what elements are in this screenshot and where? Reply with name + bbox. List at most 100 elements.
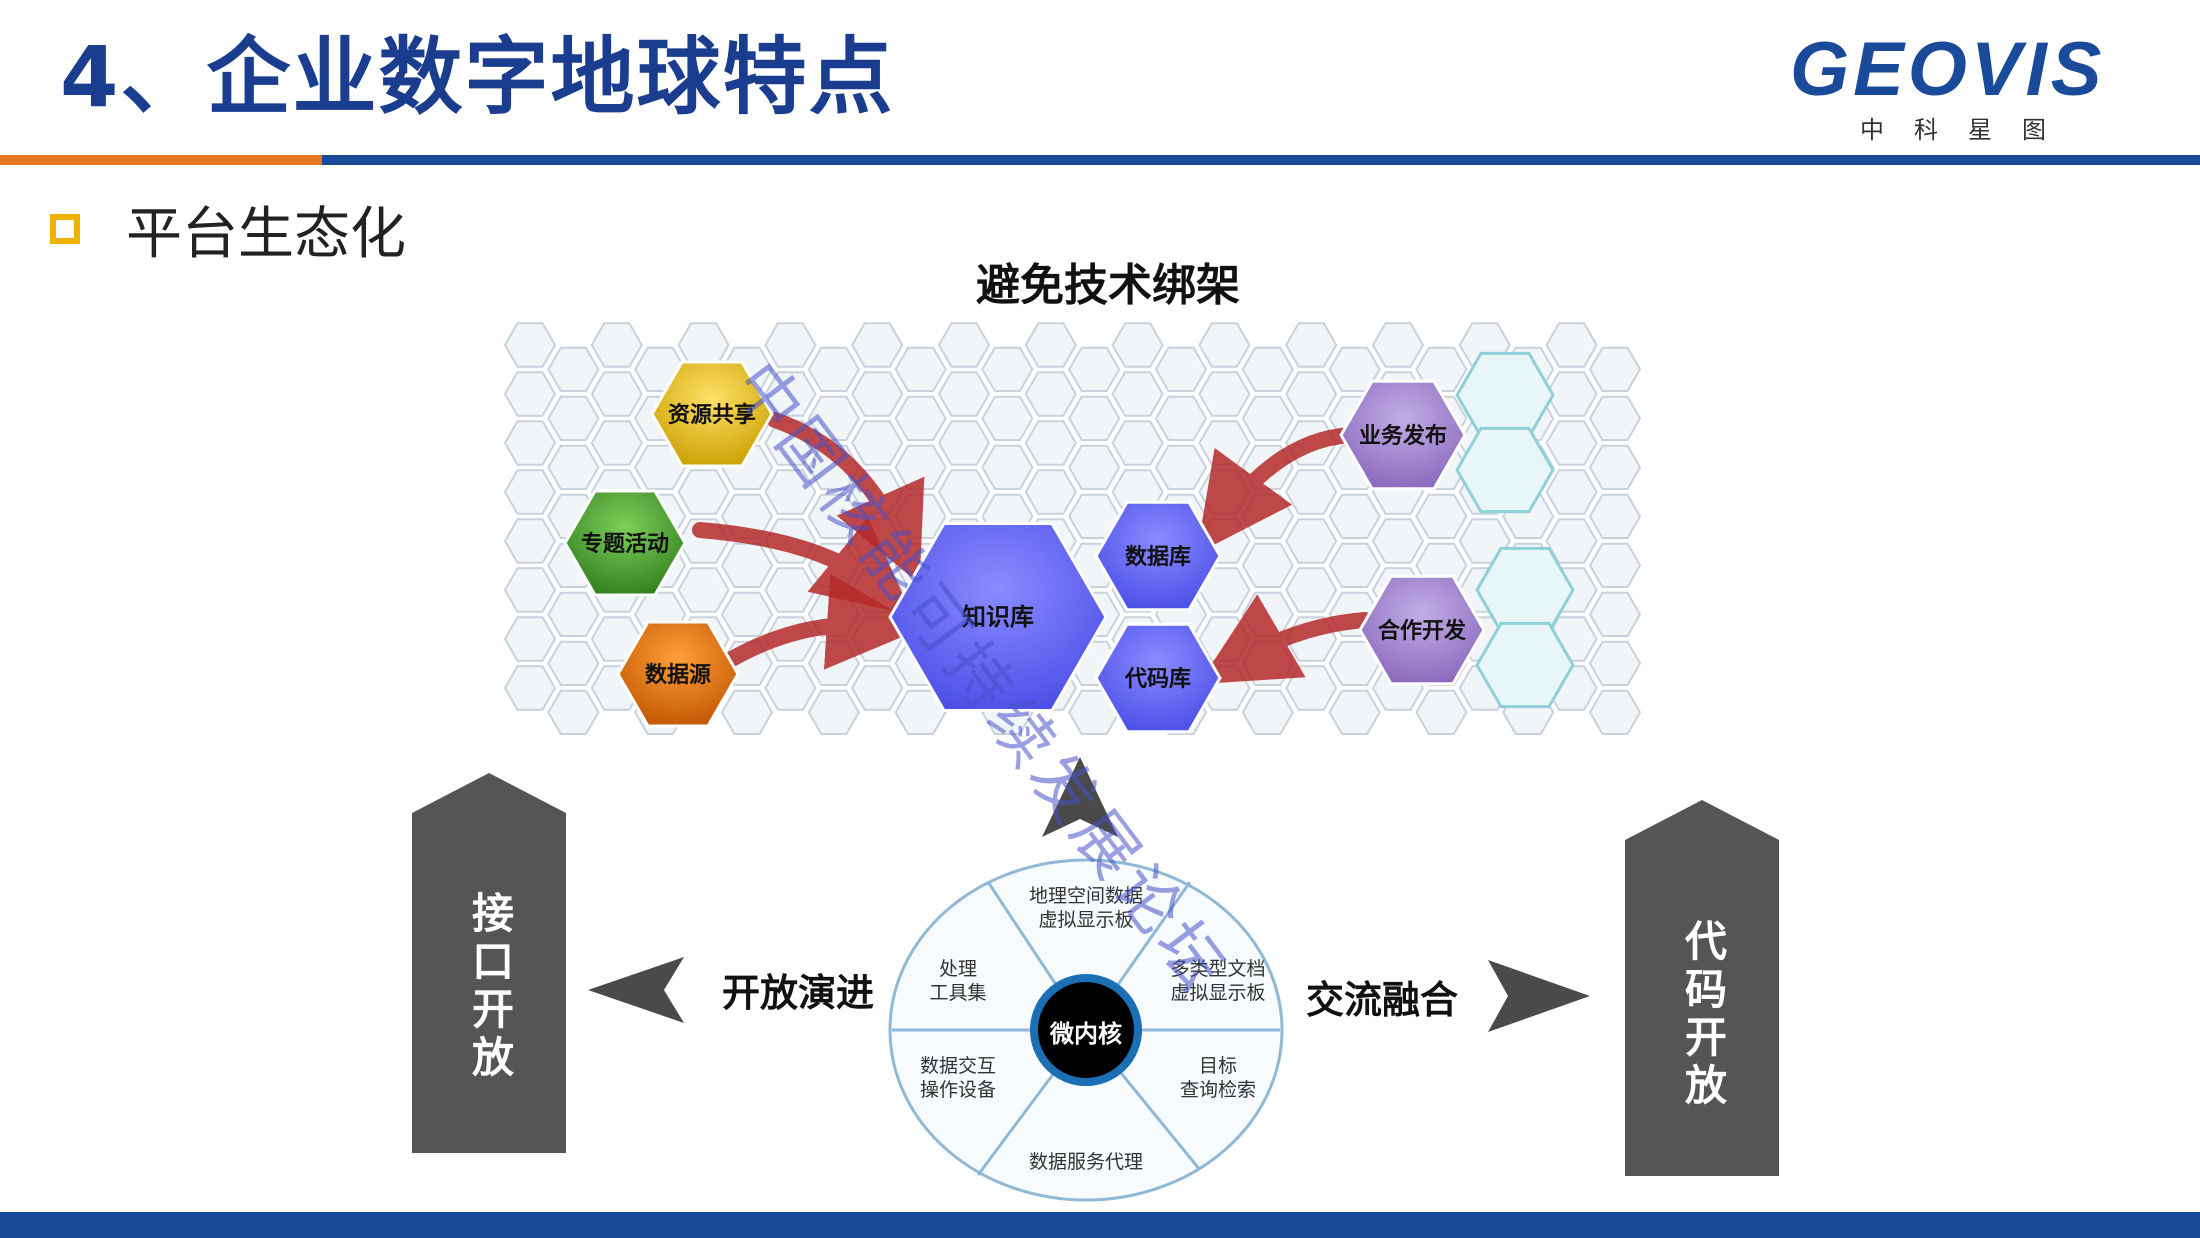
bg-hex xyxy=(1371,322,1425,368)
bg-hex xyxy=(807,689,860,735)
bg-hex xyxy=(1111,420,1164,466)
bg-hex xyxy=(1241,346,1294,392)
bg-hex xyxy=(720,689,774,735)
left-panel-text: 接口开放 xyxy=(471,889,514,1082)
bg-hex xyxy=(1545,518,1598,564)
logo-text: GEOVIS xyxy=(1790,27,2106,112)
bg-hex xyxy=(1024,469,1077,515)
hex-code-repo-label: 代码库 xyxy=(1124,667,1191,692)
bg-hex xyxy=(547,689,600,735)
bg-hex xyxy=(503,322,557,368)
bg-hex xyxy=(1024,322,1077,368)
bg-hex xyxy=(981,395,1034,441)
bg-hex xyxy=(1588,444,1642,490)
bg-hex xyxy=(1154,346,1208,392)
bg-hex xyxy=(1328,493,1381,539)
bg-hex xyxy=(1285,567,1338,613)
bg-hex xyxy=(807,395,860,441)
bg-hex xyxy=(1588,689,1642,735)
bg-hex xyxy=(1328,689,1381,735)
bg-hex xyxy=(677,469,730,515)
bg-hex xyxy=(1154,444,1208,490)
up-arrow-icon xyxy=(1042,757,1118,837)
right-panel-text: 代码开放 xyxy=(1684,917,1727,1110)
teal-hex xyxy=(1455,426,1555,514)
bg-hex xyxy=(1545,469,1598,515)
bg-hex xyxy=(1068,444,1121,490)
bg-hex xyxy=(1285,469,1338,515)
wheel-segment-label: 地理空间数据虚拟显示板 xyxy=(1029,885,1143,931)
label-exchange-fusion: 交流融合 xyxy=(1306,978,1459,1022)
bg-hex xyxy=(720,542,774,588)
bg-hex xyxy=(503,371,557,417)
bg-hex xyxy=(1545,322,1598,368)
hex-cooperative-dev: 合作开发 xyxy=(1358,574,1486,686)
header-divider-blue xyxy=(322,155,2200,165)
bg-hex xyxy=(503,665,557,711)
hex-topic-activity: 专题活动 xyxy=(563,489,687,597)
bg-hex xyxy=(1111,371,1164,417)
bg-hex xyxy=(1415,493,1468,539)
hex-topic-activity-label: 专题活动 xyxy=(581,531,669,557)
bg-hex xyxy=(851,420,904,466)
hex-code-repo: 代码库 xyxy=(1094,622,1222,734)
bg-hex xyxy=(894,346,947,392)
hex-business-publish-label: 业务发布 xyxy=(1359,423,1447,449)
geovis-logo: GEOVIS 中科星图 xyxy=(1790,27,2140,145)
wheel-segment-label: 处理工具集 xyxy=(929,958,986,1004)
bg-hex xyxy=(1588,346,1642,392)
hex-resource-sharing-label: 资源共享 xyxy=(668,402,756,428)
hex-resource-sharing: 资源共享 xyxy=(650,360,774,468)
wheel-segment-label: 目标查询检索 xyxy=(1180,1055,1256,1101)
bg-hex xyxy=(677,322,730,368)
right-arrow-icon xyxy=(1488,960,1590,1032)
bg-hex xyxy=(547,346,600,392)
bg-hex xyxy=(1241,591,1294,637)
bg-hex xyxy=(1588,493,1642,539)
bg-hex xyxy=(547,640,600,686)
bg-hex xyxy=(503,518,557,564)
page-title: 4、企业数字地球特点 xyxy=(60,28,895,126)
left-panel-label: 接口开放 xyxy=(463,890,523,1082)
bg-hex xyxy=(1285,518,1338,564)
bg-hex xyxy=(807,346,860,392)
red-arrow xyxy=(1196,427,1358,554)
bg-hex xyxy=(590,420,643,466)
bg-hex xyxy=(590,371,643,417)
bg-hex xyxy=(937,371,991,417)
bg-hex xyxy=(1588,542,1642,588)
section-subtitle: 平台生态化 xyxy=(126,202,406,267)
bg-hex xyxy=(807,640,860,686)
bg-hex xyxy=(503,420,557,466)
header-divider-orange xyxy=(0,155,322,165)
red-arrow xyxy=(1198,594,1373,685)
bg-hex xyxy=(503,616,557,662)
hex-database: 数据库 xyxy=(1094,500,1222,612)
bg-hex xyxy=(981,444,1034,490)
bullet-square-icon xyxy=(50,214,80,244)
bg-hex xyxy=(1154,395,1208,441)
bg-hex xyxy=(1285,322,1338,368)
wheel-segment-label: 数据交互操作设备 xyxy=(920,1055,996,1101)
wheel-segment-label: 多类型文档虚拟显示板 xyxy=(1170,958,1265,1004)
bg-hex xyxy=(764,322,817,368)
bg-hex xyxy=(851,322,904,368)
bg-hex xyxy=(1588,591,1642,637)
bg-hex xyxy=(1198,322,1251,368)
bg-hex xyxy=(1198,420,1251,466)
bg-hex xyxy=(1285,371,1338,417)
red-arrow xyxy=(722,573,923,670)
bg-hex xyxy=(1068,395,1121,441)
logo-subtitle: 中科星图 xyxy=(1860,116,2076,144)
left-panel-arrow xyxy=(412,773,566,1153)
bg-hex xyxy=(1285,665,1338,711)
bg-hex xyxy=(1241,542,1294,588)
bg-hex xyxy=(547,591,600,637)
bg-hex xyxy=(1328,542,1381,588)
bg-hex xyxy=(1111,322,1164,368)
bg-hex xyxy=(1024,371,1077,417)
teal-hex xyxy=(1475,621,1575,709)
bg-hex xyxy=(937,469,991,515)
